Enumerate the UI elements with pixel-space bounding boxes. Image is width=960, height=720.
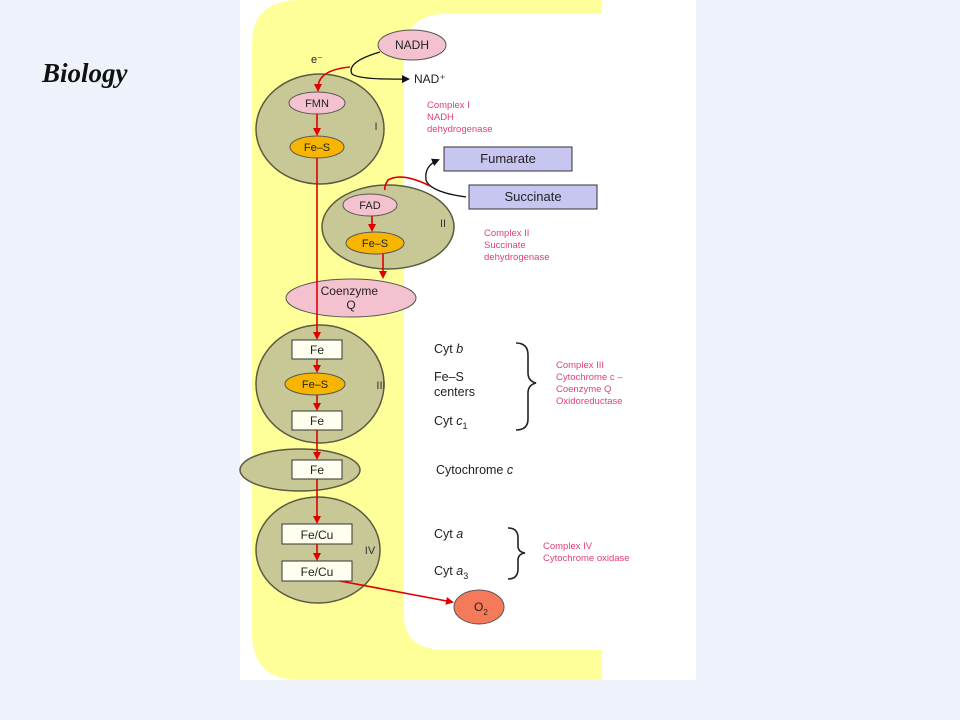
electron-flow-arrows (313, 84, 454, 605)
coenzyme-q-label: Coenzyme Q (321, 284, 382, 312)
o2-label: O2 (474, 600, 488, 617)
arrow-fecu-to-o2 (339, 580, 454, 605)
nadh-node (377, 29, 447, 61)
complex-4-label: Complex IV Cytochrome oxidase (543, 541, 630, 564)
complex-2-label: Complex II Succinate dehydrogenase (484, 228, 550, 263)
complex-4-roman: IV (365, 545, 376, 557)
succinate-to-fumarate-curve (425, 158, 467, 198)
cyt-b-label: Cyt b (434, 342, 463, 356)
complex-3-fes-label: Fe–S (302, 379, 328, 391)
fad-node (342, 193, 398, 217)
cyt-c1-label: Cyt c1 (434, 414, 468, 431)
fes-centers-label: Fe–S centers (434, 370, 475, 399)
nadh-label: NADH (395, 38, 429, 52)
complex-4-fecu-bottom-label: Fe/Cu (301, 565, 334, 579)
o2-node (453, 589, 505, 625)
fmn-label: FMN (305, 98, 329, 110)
cyt-a3-label: Cyt a3 (434, 564, 468, 581)
fumarate-box (443, 146, 573, 172)
complex-3-fe-top-label: Fe (310, 343, 324, 357)
complex-4-brace (507, 527, 526, 580)
cytochrome-c-fe-label: Fe (310, 463, 324, 477)
fad-label: FAD (359, 200, 380, 212)
nad-plus-label: NAD⁺ (414, 72, 446, 86)
complex-3-fes-node (284, 372, 346, 396)
cyt-a-label: Cyt a (434, 527, 463, 541)
complex-4-fecu-bottom-box (281, 560, 353, 582)
complex-2-fes-node (345, 231, 405, 255)
coenzyme-q-node (285, 278, 417, 318)
electron-label: e⁻ (311, 54, 323, 66)
succinate-label: Succinate (504, 189, 561, 204)
complex-1-label: Complex I NADH dehydrogenase (427, 100, 493, 135)
complex-4-fecu-top-label: Fe/Cu (301, 528, 334, 542)
succinate-electron-arrow (384, 176, 431, 191)
nadh-curve (350, 51, 410, 84)
complex-1-roman: I (374, 121, 377, 133)
complex-3-roman: III (376, 380, 385, 392)
complex-1-ellipse (255, 73, 385, 185)
complex-1-fes-label: Fe–S (304, 142, 330, 154)
complex-3-brace (515, 342, 537, 431)
complex-2-fes-label: Fe–S (362, 238, 388, 250)
slide-title: Biology (42, 58, 128, 88)
complex-3-fe-bottom-label: Fe (310, 414, 324, 428)
complex-4-ellipse (255, 496, 381, 604)
complex-2-roman: II (440, 218, 446, 230)
cytochrome-c-label: Cytochrome c (436, 463, 514, 477)
complex-3-label: Complex III Cytochrome c – Coenzyme Q Ox… (556, 360, 625, 407)
succinate-box (468, 184, 598, 210)
fumarate-label: Fumarate (480, 151, 536, 166)
